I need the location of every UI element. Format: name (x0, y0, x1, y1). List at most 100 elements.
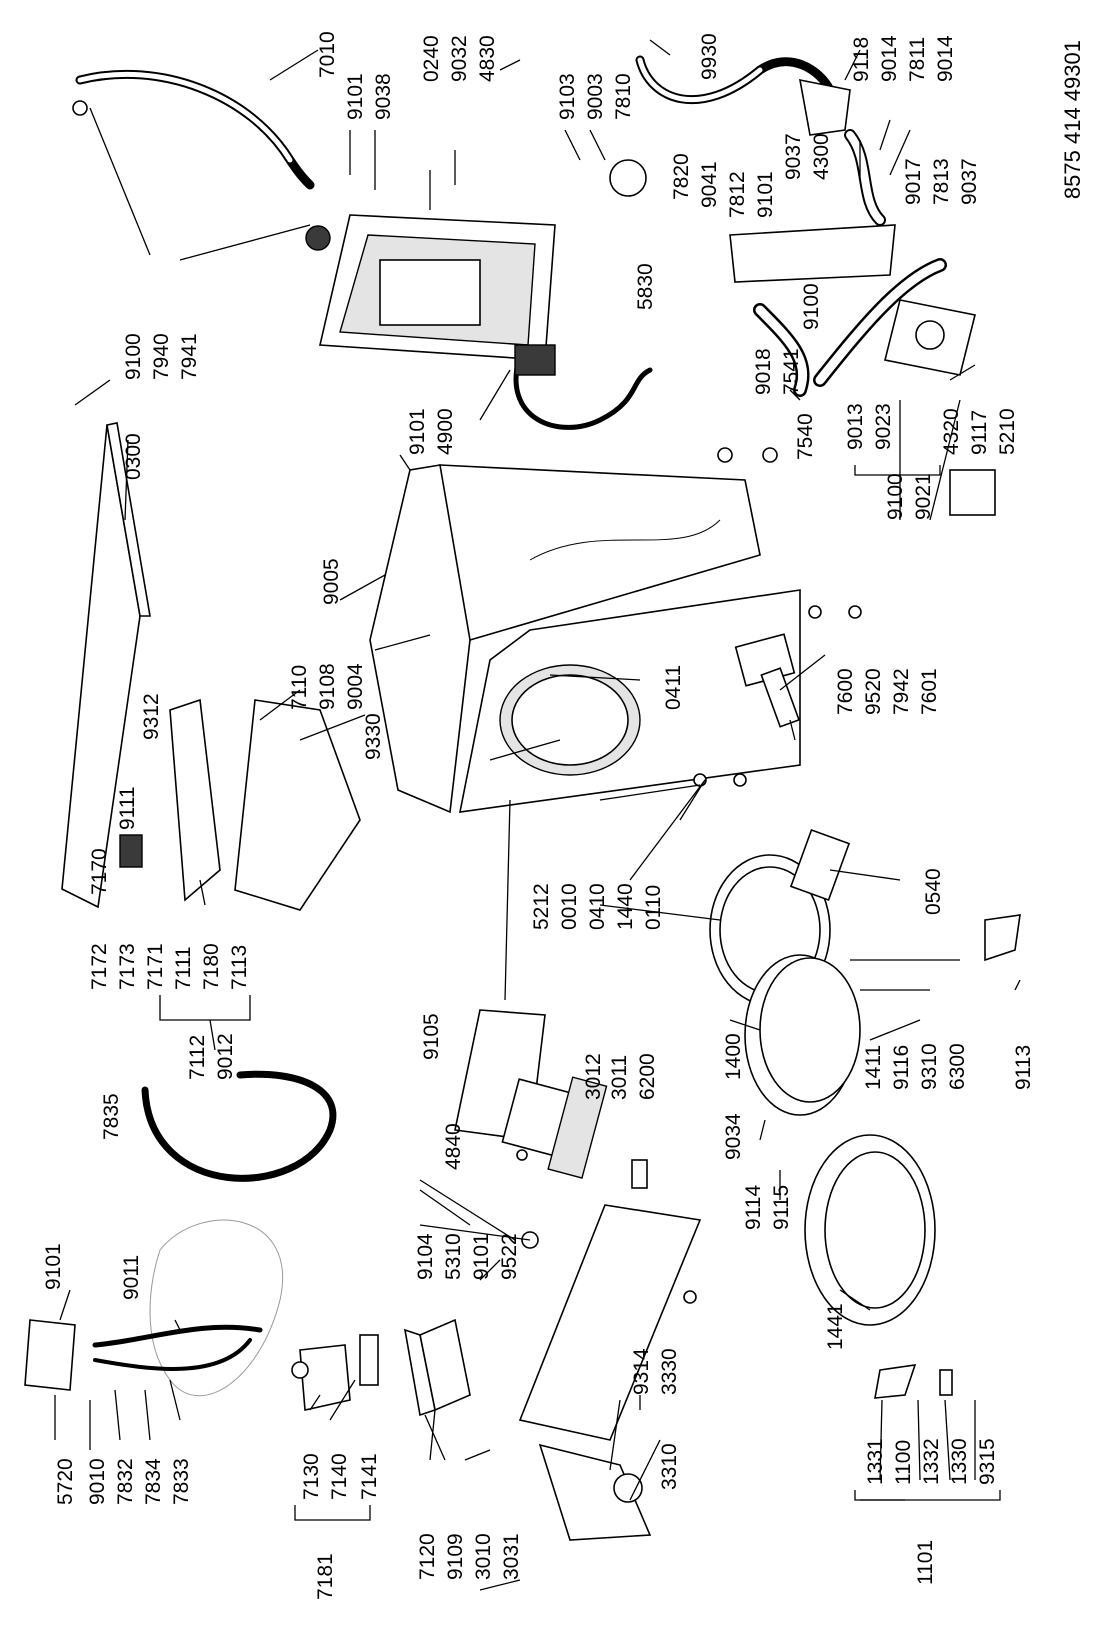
label-3011: 3011 (608, 1055, 631, 1100)
label-0110: 0110 (642, 885, 665, 930)
foot-7600 (760, 667, 800, 728)
label-5210: 5210 (996, 408, 1019, 455)
label-0540: 0540 (922, 868, 945, 915)
label-7010: 7010 (316, 31, 339, 78)
mains-cable (513, 352, 653, 430)
pressure-switch (609, 159, 647, 197)
label-4840: 4840 (442, 1123, 465, 1170)
label-7541: 7541 (780, 348, 803, 395)
label-0300: 0300 (122, 433, 145, 480)
label-7540: 7540 (794, 413, 817, 460)
callout-labels: 7010 9101 9038 0240 9032 4830 9103 9003 … (42, 31, 1035, 1600)
label-9018: 9018 (752, 348, 775, 395)
label-7834: 7834 (142, 1458, 165, 1505)
label-9041: 9041 (698, 161, 721, 208)
label-9014: 9014 (878, 35, 901, 82)
label-9113: 9113 (1012, 1045, 1035, 1090)
label-7811: 7811 (906, 37, 929, 82)
label-4830: 4830 (476, 35, 499, 82)
label-9103: 9103 (556, 73, 579, 120)
label-6300: 6300 (946, 1043, 969, 1090)
label-7170: 7170 (88, 848, 111, 895)
label-9111: 9111 (116, 786, 139, 830)
label-1440: 1440 (614, 883, 637, 930)
label-9101: 9101 (344, 73, 367, 120)
label-9105: 9105 (420, 1013, 443, 1060)
label-9021: 9021 (912, 473, 935, 520)
label-9101: 9101 (42, 1243, 65, 1290)
label-1332: 1332 (920, 1438, 943, 1485)
label-1411: 1411 (862, 1045, 885, 1090)
hinge-1330 (939, 1369, 953, 1396)
label-9012: 9012 (214, 1033, 237, 1080)
drawer-cap-7130 (299, 1344, 351, 1411)
label-9034: 9034 (722, 1113, 745, 1160)
label-9117: 9117 (968, 410, 991, 455)
label-7113: 7113 (228, 945, 251, 990)
label-0240: 0240 (420, 35, 443, 82)
label-9101: 9101 (470, 1233, 493, 1280)
label-9037: 9037 (782, 133, 805, 180)
label-9314: 9314 (630, 1348, 653, 1395)
label-9101: 9101 (406, 408, 429, 455)
label-9100: 9100 (122, 333, 145, 380)
inlet-hose (141, 1070, 337, 1182)
label-9101: 9101 (754, 171, 777, 218)
label-5720: 5720 (54, 1458, 77, 1505)
top-panel-edge (106, 422, 151, 617)
label-7835: 7835 (100, 1093, 123, 1140)
label-1331: 1331 (864, 1438, 887, 1485)
label-3012: 3012 (582, 1053, 605, 1100)
label-7120: 7120 (416, 1533, 439, 1580)
kickplate-0540 (789, 828, 851, 902)
label-7813: 7813 (930, 158, 953, 205)
pump-housing (799, 78, 851, 136)
document-code: 8575 414 49301 (1060, 40, 1085, 199)
label-3031: 3031 (500, 1533, 523, 1580)
drawer-insert-7141 (359, 1334, 379, 1386)
label-7171: 7171 (144, 943, 167, 990)
label-9330: 9330 (362, 713, 385, 760)
parts-artwork (24, 55, 1021, 1541)
control-panel (518, 1204, 702, 1441)
label-1100: 1100 (892, 1440, 915, 1485)
dispenser-lid (169, 698, 221, 902)
label-9010: 9010 (86, 1458, 109, 1505)
label-7600: 7600 (834, 668, 857, 715)
label-1400: 1400 (722, 1033, 745, 1080)
knob-3330 (683, 1290, 697, 1304)
label-0010: 0010 (558, 883, 581, 930)
label-9004: 9004 (344, 663, 367, 710)
label-7810: 7810 (612, 73, 635, 120)
label-7832: 7832 (114, 1458, 137, 1505)
latch-1332 (874, 1364, 917, 1399)
label-9003: 9003 (584, 73, 607, 120)
label-9017: 9017 (902, 158, 925, 205)
label-9100: 9100 (884, 473, 907, 520)
knob-3310 (613, 1473, 643, 1503)
label-9005: 9005 (320, 558, 343, 605)
switch-6200 (631, 1159, 648, 1189)
label-9037: 9037 (958, 158, 981, 205)
grouping-brackets (159, 465, 1001, 1521)
label-9038: 9038 (372, 73, 395, 120)
label-4300: 4300 (810, 133, 833, 180)
label-7112: 7112 (186, 1035, 209, 1080)
label-0411: 0411 (662, 665, 685, 710)
label-7942: 7942 (890, 668, 913, 715)
label-9312: 9312 (140, 693, 163, 740)
label-1101: 1101 (914, 1540, 937, 1585)
label-9315: 9315 (976, 1438, 999, 1485)
label-4320: 4320 (940, 408, 963, 455)
switch-3011 (547, 1076, 608, 1179)
label-7141: 7141 (358, 1453, 381, 1500)
label-9023: 9023 (872, 403, 895, 450)
label-9109: 9109 (444, 1533, 467, 1580)
inlet-valve (24, 1319, 76, 1391)
label-3330: 3330 (658, 1348, 681, 1395)
dispenser-housing (234, 699, 361, 911)
label-9032: 9032 (448, 35, 471, 82)
label-9108: 9108 (316, 663, 339, 710)
label-5212: 5212 (530, 883, 553, 930)
